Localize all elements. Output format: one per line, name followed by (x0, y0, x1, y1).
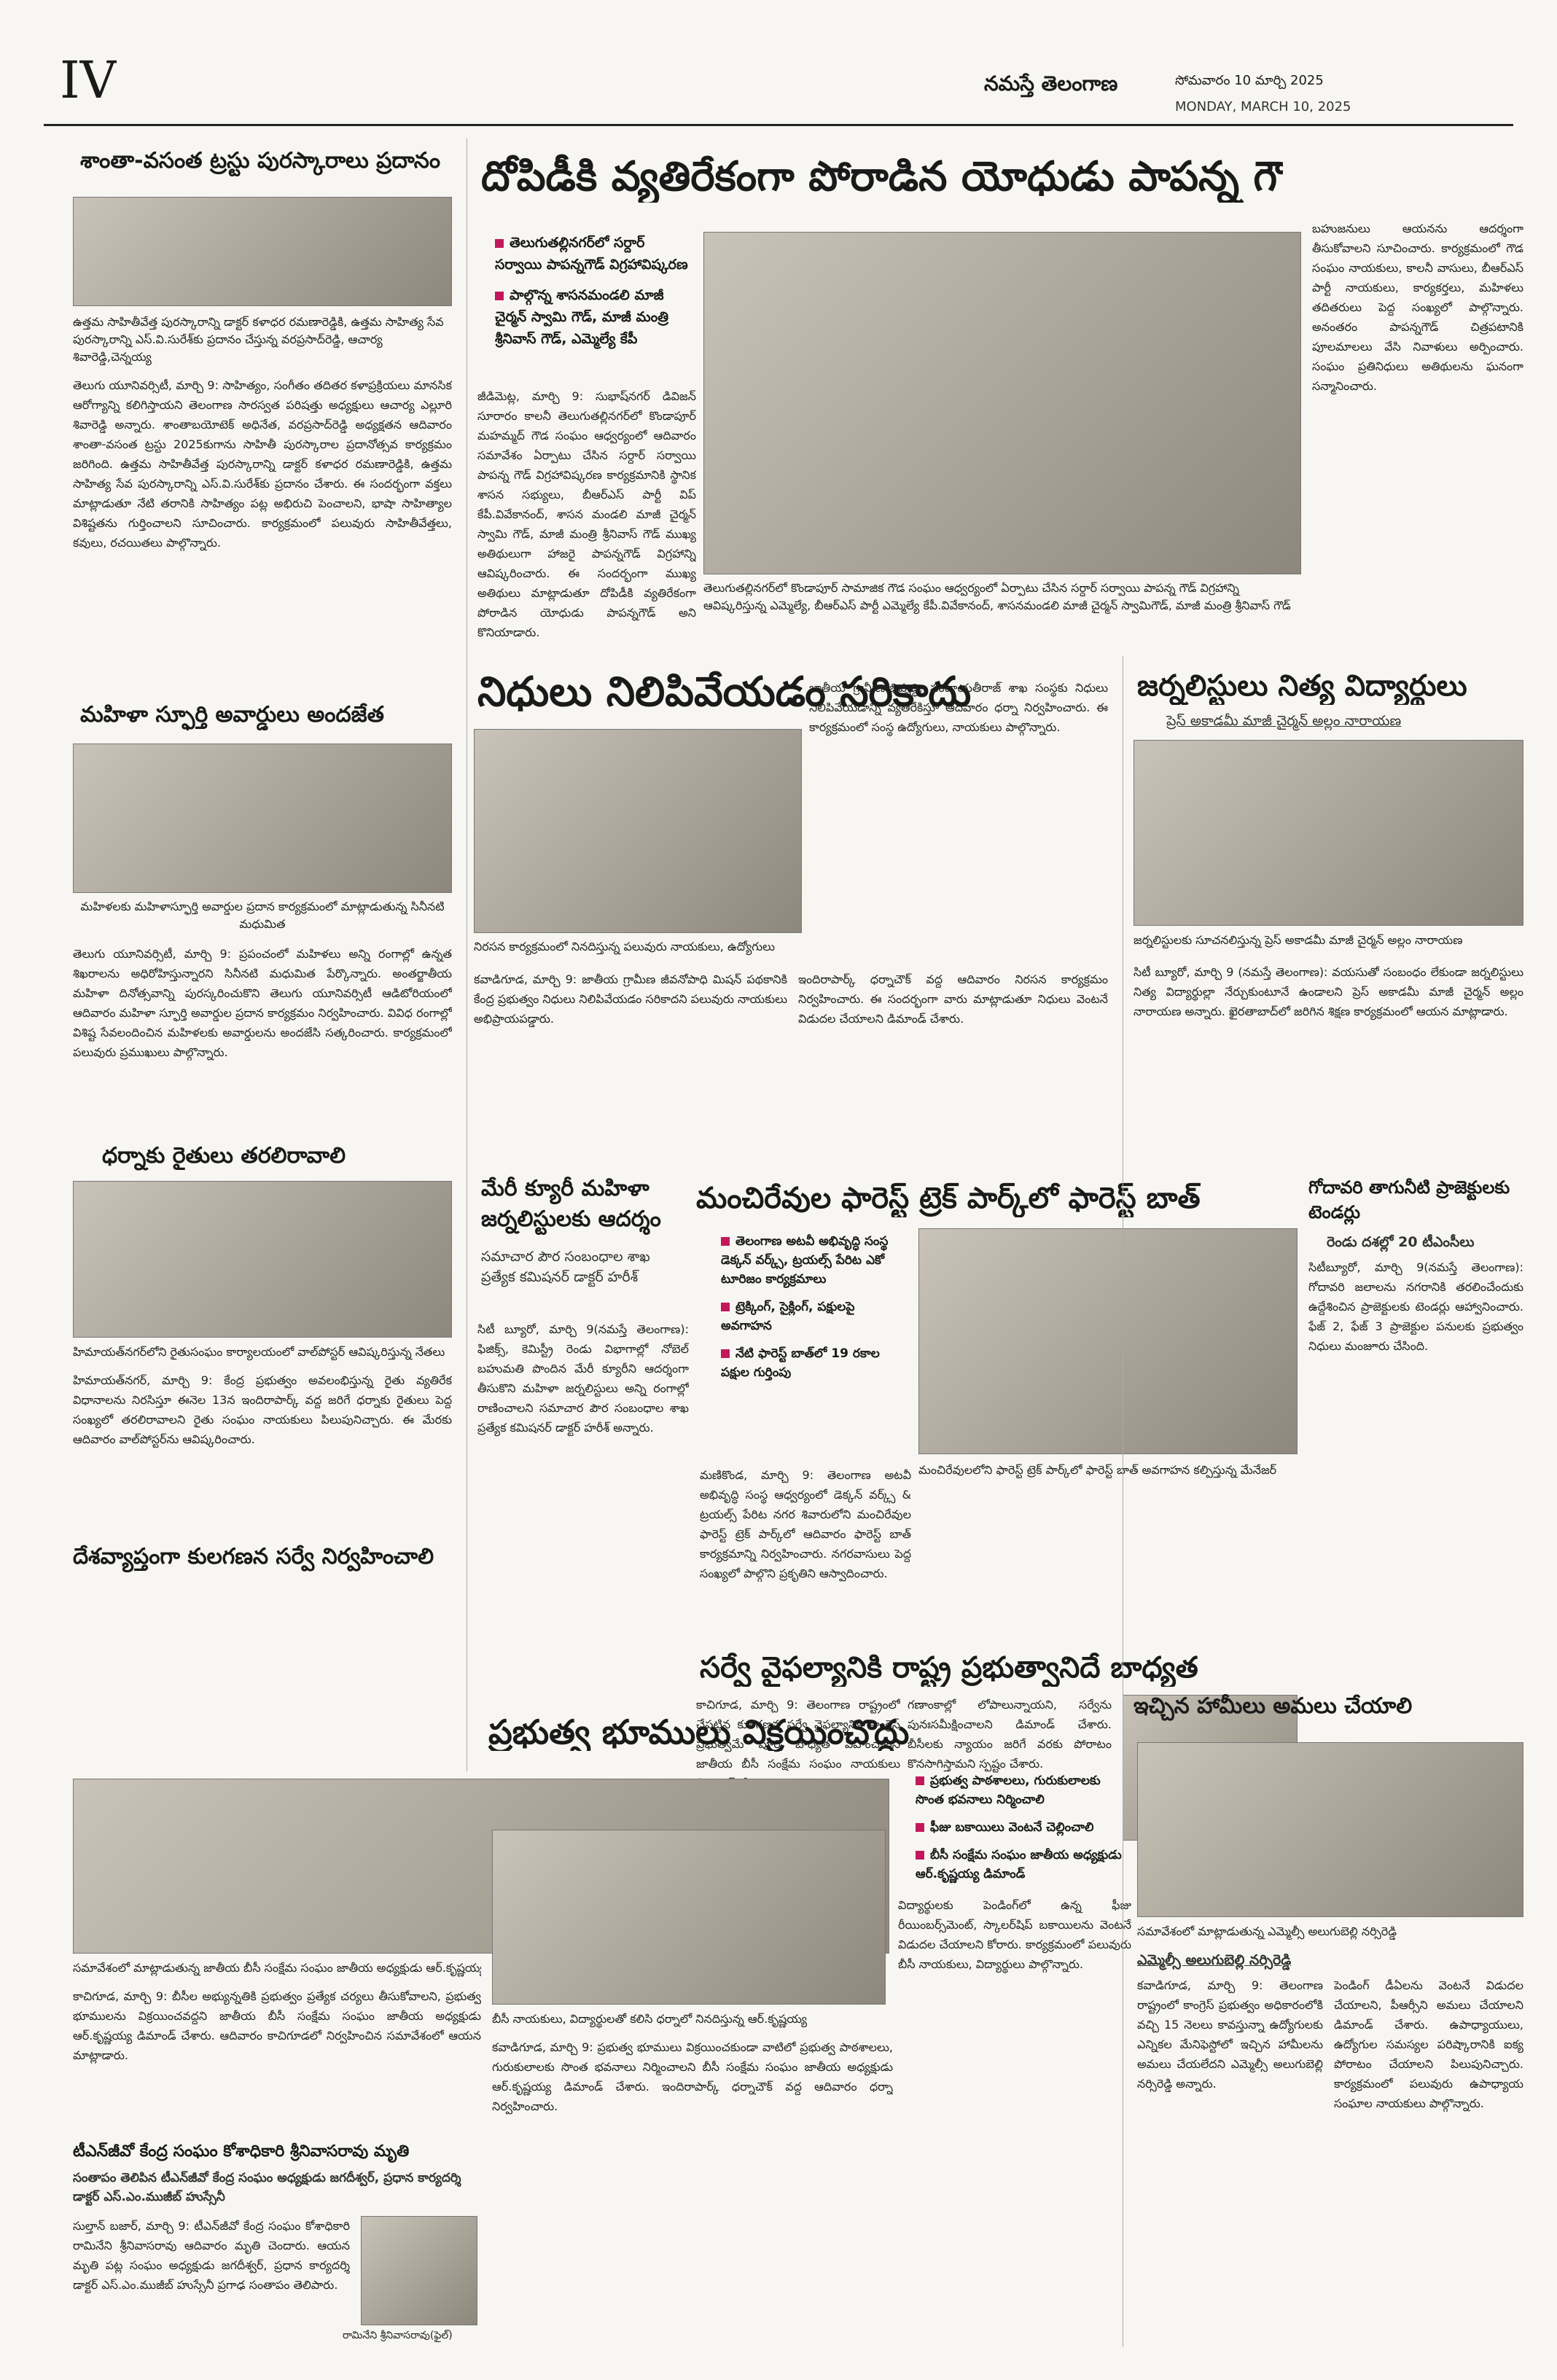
nidhulu-headline: నిధులు నిలిపివేయడం సరికాదు (477, 668, 972, 716)
bhoomulu-highlight-1: ప్రభుత్వ పాఠశాలలు, గురుకులాలకు సొంత భవనా… (916, 1774, 1101, 1807)
bhoomulu-caption-1: సమావేశంలో మాట్లాడుతున్న జాతీయ బీసీ సంక్ష… (73, 1961, 481, 1975)
godavari-subhead: రెండు దశల్లో 20 టీఎంసీలు (1327, 1234, 1475, 1250)
page-number: IV (60, 51, 117, 109)
bullet-square-icon (721, 1237, 730, 1246)
dharna-headline: ధర్నాకు రైతులు తరలిరావాలి (102, 1143, 346, 1168)
bullet-square-icon (721, 1349, 730, 1358)
forest-caption: మంచిరేవులలోని ఫారెస్ట్‌ ట్రెక్‌ పార్క్‌ల… (918, 1463, 1277, 1477)
bullet-square-icon (916, 1776, 924, 1785)
hamilu-photo (1137, 1742, 1523, 1917)
journalists-subhead: ప్రెస్‌ అకాడమీ మాజీ చైర్మన్‌ అల్లం నారాయ… (1166, 713, 1402, 729)
forest-highlights: తెలంగాణ అటవీ అభివృద్ధి సంస్థ డెక్కన్‌ వర… (703, 1232, 908, 1391)
nidhulu-body-1: కవాడిగూడ, మార్చి 9: జాతీయ గ్రామీణ జీవనోప… (474, 972, 787, 1026)
nidhulu-body-2: ఇందిరాపార్క్‌ ధర్నాచౌక్‌ వద్ద ఆదివారం ని… (798, 972, 1108, 1026)
bhoomulu-highlight-3: బీసీ సంక్షేమ సంఘం జాతీయ అధ్యక్షుడు ఆర్‌.… (916, 1848, 1122, 1881)
tngo-body: సుల్తాన్‌ బజార్‌, మార్చి 9: టీఎన్‌జీవో క… (73, 2219, 350, 2292)
papanna-caption: తెలుగుతల్లినగర్‌లో కొండాపూర్‌ సామాజిక గౌ… (703, 581, 1291, 612)
hamilu-headline: ఇచ్చిన హామీలు అమలు చేయాలి (1133, 1693, 1413, 1719)
hamilu-body-2: పెండింగ్‌ డీఏలను వెంటనే విడుదల చేయాలని, … (1334, 1978, 1523, 2110)
forest-highlight-3: నేటి ఫారెస్ట్‌ బాత్‌లో 19 రకాల పక్షుల గు… (721, 1346, 880, 1380)
papanna-body-1: జీడిమెట్ల, మార్చి 9: సుభాష్‌నగర్‌ డివిజన… (477, 389, 696, 639)
date-english: MONDAY, MARCH 10, 2025 (1175, 99, 1351, 114)
godavari-body: సిటీబ్యూరో, మార్చి 9(నమస్తే తెలంగాణ): గో… (1308, 1260, 1523, 1353)
shantha-headline: శాంతా-వసంత ట్రస్టు పురస్కారాలు ప్రదానం (80, 148, 441, 173)
bullet-square-icon (495, 291, 504, 300)
bhoomulu-body-3: విద్యార్థులకు పెండింగ్‌లో ఉన్న ఫీజు రీయి… (898, 1898, 1131, 1971)
mahila-caption: మహిళలకు మహిళాస్ఫూర్తి అవార్డుల ప్రదాన కా… (80, 900, 445, 931)
marykom-body: సిటీ బ్యూరో, మార్చి 9(నమస్తే తెలంగాణ): ఫ… (477, 1322, 689, 1435)
bhoomulu-highlights: ప్రభుత్వ పాఠశాలలు, గురుకులాలకు సొంత భవనా… (898, 1771, 1131, 1892)
tngo-headline: టీఎన్‌జీవో కేంద్ర సంఘం కోశాధికారి శ్రీని… (73, 2142, 410, 2161)
journalists-photo (1133, 740, 1523, 926)
papanna-headline: దోపిడీకి వ్యతిరేకంగా పోరాడిన యోధుడు పాపన… (481, 153, 1283, 200)
forest-photo (918, 1228, 1298, 1454)
papanna-highlights: తెలుగుతల్లినగర్‌లో సర్దార్‌ సర్వాయి పాపన… (477, 232, 696, 359)
bhoomulu-body-1: కాచిగూడ, మార్చి 9: బీసీల అభ్యున్నతికి ప్… (73, 1989, 481, 2062)
papanna-highlight-1: తెలుగుతల్లినగర్‌లో సర్దార్‌ సర్వాయి పాపన… (495, 235, 688, 273)
newspaper-name: నమస్తే తెలంగాణ (984, 71, 1118, 95)
papanna-body-2: బహుజనులు ఆయనను ఆదర్శంగా తీసుకోవాలని సూచి… (1312, 222, 1523, 393)
forest-headline: మంచిరేవుల ఫారెస్ట్‌ ట్రెక్‌ పార్క్‌లో ఫా… (696, 1182, 1201, 1215)
bhoomulu-highlight-2: ఫీజు బకాయిలు వెంటనే చెల్లించాలి (916, 1818, 1131, 1837)
journalists-caption: జర్నలిస్టులకు సూచనలిస్తున్న ప్రెస్‌ అకాడ… (1133, 933, 1463, 947)
forest-highlight-1: తెలంగాణ అటవీ అభివృద్ధి సంస్థ డెక్కన్‌ వర… (721, 1234, 889, 1287)
bhoomulu-headline: ప్రభుత్వ భూములు విక్రయించొద్దు (488, 1713, 910, 1751)
journalists-body: సిటీ బ్యూరో, మార్చి 9 (నమస్తే తెలంగాణ): … (1133, 965, 1523, 1018)
shantha-caption: ఉత్తమ సాహితీవేత్త పురస్కారాన్ని డాక్టర్‌… (73, 315, 444, 364)
hamilu-subhead: ఎమ్మెల్సీ అలుగుబెల్లి నర్సిరెడ్డి (1137, 1952, 1292, 1968)
journalists-headline: జర్నలిస్టులు నిత్య విద్యార్థులు (1137, 669, 1467, 703)
forest-highlight-2: ట్రెక్కింగ్‌, సైక్లింగ్‌, పక్షులపై అవగాహ… (721, 1300, 855, 1333)
tngo-photo-caption: రామినేని శ్రీనివాసరావు(ఫైల్‌) (343, 2330, 453, 2341)
bullet-square-icon (916, 1823, 924, 1832)
forest-body: మణికొండ, మార్చి 9: తెలంగాణ అటవీ అభివృద్ధ… (700, 1468, 911, 1580)
marykom-subhead: సమాచార పౌర సంబంధాల శాఖ ప్రత్యేక కమిషనర్‌… (481, 1249, 650, 1285)
nidhulu-photo (474, 729, 802, 933)
shantha-body: తెలుగు యూనివర్సిటీ, మార్చి 9: సాహిత్యం, … (73, 378, 452, 550)
header-rule (44, 124, 1513, 126)
bhoomulu-body-2: కవాడిగూడ, మార్చి 9: ప్రభుత్వ భూములు విక్… (492, 2040, 893, 2113)
tngo-photo (361, 2216, 477, 2325)
survey-headline: సర్వే వైఫల్యానికి రాష్ట్ర ప్రభుత్వానిదే … (700, 1651, 1198, 1685)
bhoomulu-photo-2 (492, 1830, 886, 2005)
bullet-square-icon (916, 1851, 924, 1860)
bullet-square-icon (495, 238, 504, 248)
hamilu-caption: సమావేశంలో మాట్లాడుతున్న ఎమ్మెల్సీ అలుగుబ… (1137, 1924, 1397, 1938)
dharna-body: హిమాయత్‌నగర్‌, మార్చి 9: కేంద్ర ప్రభుత్వ… (73, 1373, 452, 1446)
mahila-body: తెలుగు యూనివర్సిటీ, మార్చి 9: ప్రపంచంలో … (73, 947, 452, 1059)
date-telugu: సోమవారం 10 మార్చి 2025 (1175, 73, 1324, 88)
hamilu-body-1: కవాడిగూడ, మార్చి 9: తెలంగాణ రాష్ట్రంలో క… (1137, 1978, 1323, 2091)
bhoomulu-caption-2: బీసీ నాయకులు, విద్యార్థులతో కలిసి ధర్నాల… (492, 2012, 808, 2026)
godavari-headline: గోదావరి తాగునీటి ప్రాజెక్టులకు టెండర్లు (1308, 1177, 1510, 1222)
nidhulu-caption: నిరసన కార్యక్రమంలో నినదిస్తున్న పలువురు … (474, 940, 776, 953)
marykom-headline: మేరీ క్యూరీ మహిళా జర్నలిస్టులకు ఆదర్శం (481, 1176, 661, 1232)
bullet-square-icon (721, 1303, 730, 1311)
nidhulu-body-3: జాతీయ గ్రామీణాభివృద్ధి, పంచాయతీరాజ్‌ శాఖ… (809, 681, 1108, 734)
tngo-subhead: సంతాపం తెలిపిన టీఎన్‌జీవో కేంద్ర సంఘం అధ… (73, 2171, 461, 2204)
mahila-photo (73, 744, 452, 893)
survey-body-2: గణాంకాల్లో లోపాలున్నాయని, సర్వేను పునఃసమ… (908, 1698, 1112, 1771)
shantha-photo (73, 197, 452, 306)
dharna-caption: హిమాయత్‌నగర్‌లోని రైతుసంఘం కార్యాలయంలో వ… (73, 1345, 445, 1359)
dharna-photo (73, 1181, 452, 1338)
papanna-photo (703, 232, 1301, 574)
kulaganana-headline: దేశవ్యాప్తంగా కులగణన సర్వే నిర్వహించాలి (73, 1544, 434, 1569)
mahila-headline: మహిళా స్ఫూర్తి అవార్డులు అందజేత (80, 702, 384, 727)
papanna-highlight-2: పాల్గొన్న శాసనమండలి మాజీ చైర్మన్‌ స్వామి… (495, 287, 669, 347)
